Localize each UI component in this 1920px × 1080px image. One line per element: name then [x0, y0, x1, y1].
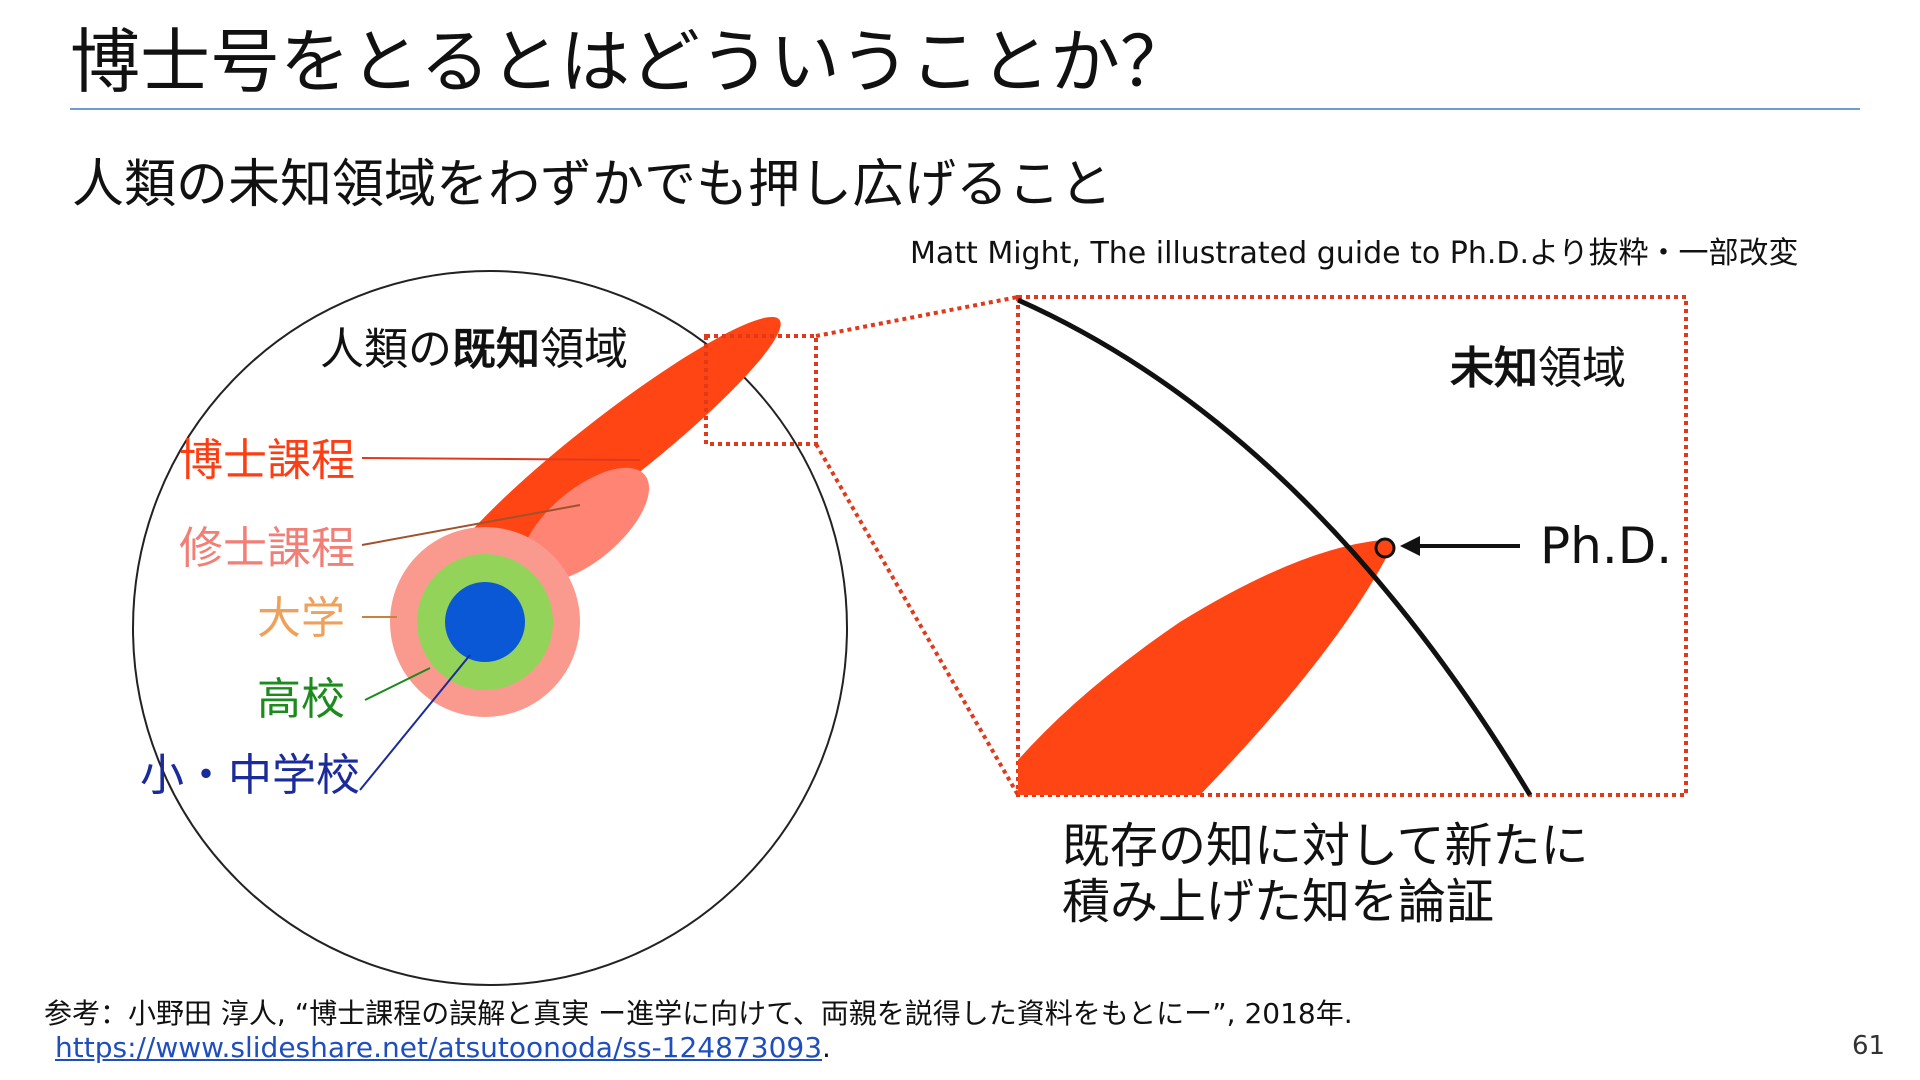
caption-line-2: 積み上げた知を論証: [1062, 874, 1494, 930]
masters-spike: [520, 467, 650, 583]
label-elementary: 小・中学校: [140, 750, 360, 801]
reference-link[interactable]: https://www.slideshare.net/atsutoonoda/s…: [55, 1031, 823, 1064]
zoom-source-box: [704, 334, 818, 446]
leader-high-school: [364, 667, 431, 701]
knowledge-frontier-arc: [1016, 297, 1533, 797]
slide-title: 博士号をとるとはどういうことか？: [70, 21, 1190, 103]
leader-masters: [361, 504, 581, 546]
label-masters: 修士課程: [179, 523, 355, 574]
title-underline: [70, 108, 1860, 110]
zoom-panel: [1016, 295, 1688, 797]
reference-text: 参考：小野田 淳人, “博士課程の誤解と真実 ー進学に向けて、両親を説得した資料…: [44, 997, 1353, 1030]
elementary-core: [445, 582, 525, 662]
phd-label: Ph.D.: [1540, 517, 1672, 575]
leader-elementary: [359, 654, 471, 791]
phd-arrow-head: [1400, 536, 1420, 556]
page-number: 61: [1852, 1031, 1886, 1061]
leader-phd: [361, 457, 641, 461]
phd-spike: [439, 316, 781, 588]
reference-url-suffix: .: [822, 1031, 831, 1064]
zoom-connector-top: [815, 295, 1019, 338]
zoom-connector-bottom: [814, 443, 1020, 796]
reference-url-line: https://www.slideshare.net/atsutoonoda/s…: [55, 1030, 831, 1066]
phd-spike-zoomed: [1018, 540, 1390, 795]
label-phd: 博士課程: [179, 435, 355, 486]
caption-line-1: 既存の知に対して新たに: [1062, 818, 1589, 874]
known-knowledge-circle: [132, 270, 848, 986]
label-high-school: 高校: [257, 674, 345, 725]
unknown-region-label: 未知領域: [1450, 343, 1626, 394]
label-university: 大学: [257, 593, 345, 644]
phd-point: [1374, 537, 1396, 559]
figure-credit: Matt Might, The illustrated guide to Ph.…: [910, 236, 1799, 271]
slide-subtitle: 人類の未知領域をわずかでも押し広げること: [72, 155, 1113, 215]
known-region-label: 人類の既知領域: [320, 324, 628, 375]
